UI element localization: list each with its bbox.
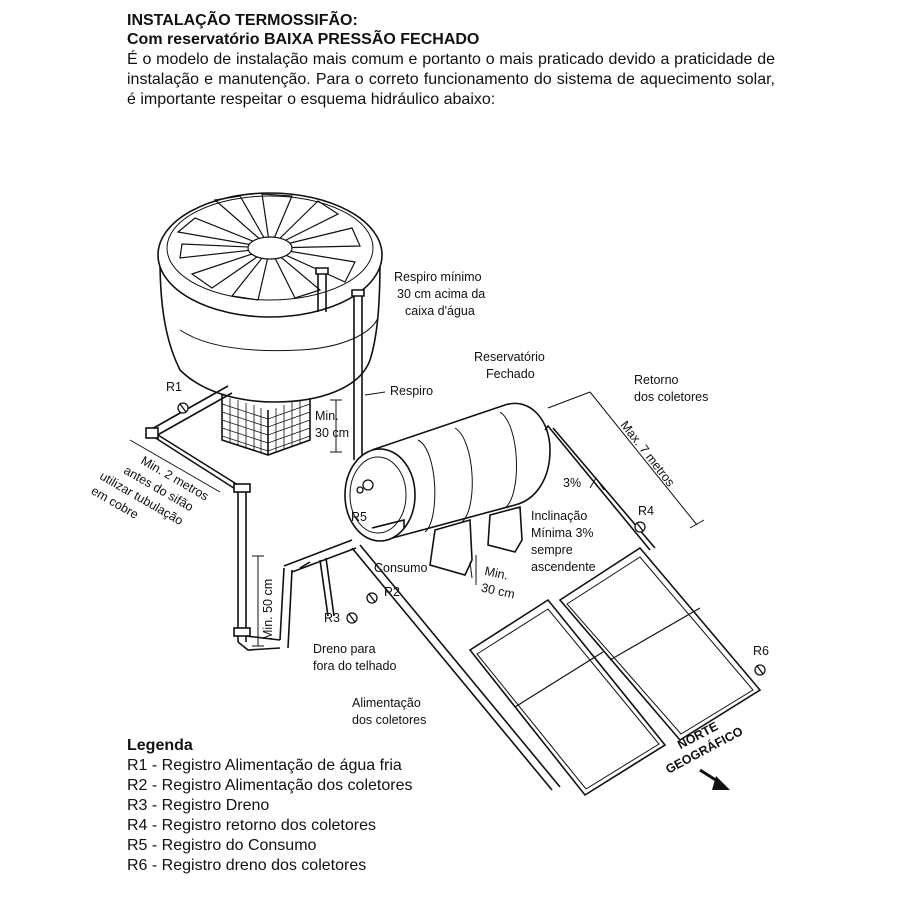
legend-item: R6 - Registro dreno dos coletores <box>127 857 367 874</box>
label-retorno-line: dos coletores <box>634 390 708 404</box>
label-inclinacao-line: Mínima 3% <box>531 526 594 540</box>
label-r1: R1 <box>166 380 182 394</box>
label-dreno-line: fora do telhado <box>313 659 396 673</box>
solar-collectors <box>468 546 762 797</box>
label-inclinacao-line: ascendente <box>531 560 596 574</box>
label-min-30cm-line: Min. <box>483 564 509 583</box>
valves <box>177 402 766 676</box>
legend-title: Legenda <box>127 737 193 754</box>
label-max-7-metros: Max. 7 metros <box>618 418 678 489</box>
label-alimentacao-line: dos coletores <box>352 713 426 727</box>
label-retorno-line: Retorno <box>634 373 679 387</box>
label-respiro-minimo-line: 30 cm acima da <box>397 287 485 301</box>
legend-item: R4 - Registro retorno dos coletores <box>127 817 376 834</box>
label-reservatorio-line: Fechado <box>486 367 535 381</box>
label-inclinacao-line: Inclinação <box>531 509 587 523</box>
label-reservatorio-line: Reservatório <box>474 350 545 364</box>
label-respiro-minimo: Respiro mínimo 30 cm acima da caixa d'ág… <box>394 270 485 318</box>
valve-r3 <box>346 612 358 624</box>
legend-item: R2 - Registro Alimentação dos coletores <box>127 777 413 794</box>
page-subtitle: Com reservatório BAIXA PRESSÃO FECHADO <box>127 31 480 48</box>
label-consumo: Consumo <box>374 561 428 575</box>
label-min-50cm: Min. 50 cm <box>261 579 275 640</box>
label-respiro: Respiro <box>390 384 433 398</box>
label-reservatorio: Reservatório Fechado <box>474 350 545 381</box>
label-min-2-metros: Min. 2 metros antes do sifão utilizar tu… <box>89 453 211 527</box>
label-r3: R3 <box>324 611 340 625</box>
label-r6: R6 <box>753 644 769 658</box>
valve-r2 <box>366 592 378 604</box>
label-r5: R5 <box>351 510 367 524</box>
label-min-30cm-support: Min. 30 cm <box>480 564 516 602</box>
tank-support <box>221 394 311 456</box>
label-respiro-minimo-line: Respiro mínimo <box>394 270 482 284</box>
valve-r1 <box>177 402 189 414</box>
label-min-30cm-vent: Min. 30 cm <box>315 409 349 440</box>
north-arrow <box>699 768 730 790</box>
label-inclinacao: Inclinação Mínima 3% sempre ascendente <box>531 509 596 574</box>
legend-item: R5 - Registro do Consumo <box>127 837 317 854</box>
closed-reservoir <box>344 402 551 576</box>
label-alimentacao: Alimentação dos coletores <box>352 696 426 727</box>
intro-paragraph: É o modelo de instalação mais comum e po… <box>127 51 775 108</box>
label-respiro-minimo-line: caixa d'água <box>405 304 475 318</box>
label-alimentacao-line: Alimentação <box>352 696 421 710</box>
vent-pipe <box>315 267 365 460</box>
label-dreno-line: Dreno para <box>313 642 376 656</box>
legend-item: R1 - Registro Alimentação de água fria <box>127 757 402 774</box>
valve-r4 <box>634 521 646 533</box>
label-min-30cm-line: 30 cm <box>315 426 349 440</box>
legend-list: R1 - Registro Alimentação de água fria R… <box>127 756 412 876</box>
label-min-30cm-line: 30 cm <box>480 581 516 602</box>
diagram-labels: R1 R5 R3 R2 R4 R6 Respiro mínimo 30 cm a… <box>89 270 769 777</box>
page-title: INSTALAÇÃO TERMOSSIFÃO: <box>127 12 358 29</box>
label-min-30cm-line: Min. <box>315 409 339 423</box>
valve-r6 <box>754 664 766 676</box>
label-r4: R4 <box>638 504 654 518</box>
dimension-lines <box>129 391 705 647</box>
legend: Legenda R1 - Registro Alimentação de águ… <box>127 737 412 876</box>
valve-r5 <box>356 479 374 494</box>
cold-water-pipe <box>145 385 357 651</box>
label-retorno: Retorno dos coletores <box>634 373 708 404</box>
label-3-percent: 3% <box>563 476 581 490</box>
label-r2: R2 <box>384 585 400 599</box>
label-inclinacao-line: sempre <box>531 543 573 557</box>
legend-item: R3 - Registro Dreno <box>127 797 270 814</box>
label-dreno: Dreno para fora do telhado <box>313 642 396 673</box>
